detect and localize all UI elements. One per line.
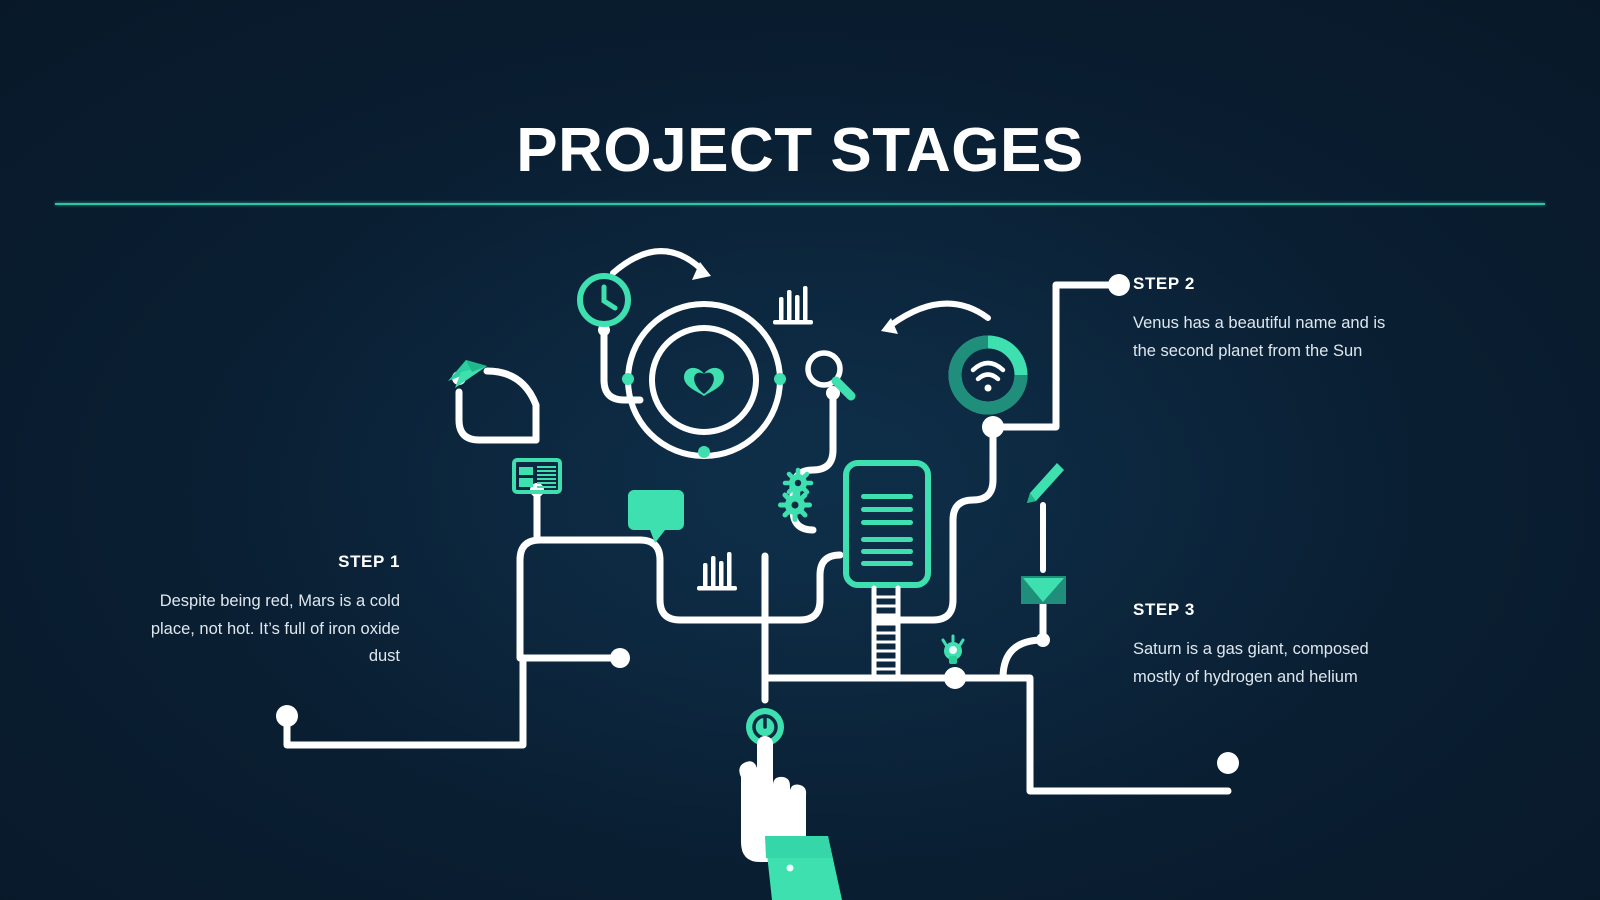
step-1-block: STEP 1 Despite being red, Mars is a cold… [150, 552, 400, 671]
curved-arrow-icon [610, 248, 991, 328]
node-step1-junction [610, 648, 630, 668]
ladder-icon [871, 585, 901, 681]
wire-right-column [929, 423, 997, 624]
step-1-label: STEP 1 [338, 552, 400, 571]
curved-arrow-head-left [881, 318, 898, 334]
step-3-body: Saturn is a gas giant, composed mostly o… [1133, 640, 1369, 686]
node-step3-junction [944, 667, 966, 689]
step-3-label: STEP 3 [1133, 600, 1195, 619]
download-tray-icon [1021, 576, 1066, 604]
title-divider-rule [55, 203, 1545, 205]
curved-arrow-head-right [692, 262, 711, 280]
step-2-label: STEP 2 [1133, 274, 1195, 293]
wire-clock-stem [600, 326, 644, 404]
wire-step1-midloop [516, 536, 644, 662]
concentric-rings-graphic [622, 301, 786, 459]
wire-plane-trail-a [483, 367, 540, 444]
wire-node-dots [276, 274, 1239, 774]
pointing-hand-icon [739, 736, 842, 900]
magnifier-icon [805, 350, 856, 401]
wire-network [283, 281, 1232, 795]
clock-icon [577, 273, 631, 327]
gears-icon [778, 467, 814, 522]
page-title: PROJECT STAGES [516, 116, 1084, 185]
ring-dot-left [622, 373, 634, 385]
wifi-icon [948, 335, 1028, 415]
lightbulb-icon [941, 634, 965, 664]
step-2-body: Venus has a beautiful name and is the se… [1133, 314, 1386, 360]
step-1-body: Despite being red, Mars is a cold place,… [150, 592, 400, 666]
title-block: PROJECT STAGES [0, 120, 1600, 182]
wire-step3-lower [951, 674, 1232, 795]
bar-chart-icon-secondary [697, 552, 737, 591]
wire-plane-trail-b [455, 388, 540, 444]
node-magnifier-stem [826, 386, 840, 400]
node-clock-stem [598, 324, 610, 336]
chat-bubble-icon [628, 490, 684, 543]
step-3-block: STEP 3 Saturn is a gas giant, composed m… [1133, 600, 1393, 691]
step-2-block: STEP 2 Venus has a beautiful name and is… [1133, 274, 1393, 365]
bar-chart-icon [773, 286, 813, 325]
pencil-icon [1027, 463, 1064, 503]
document-icon [843, 460, 931, 588]
node-step1-terminal [276, 705, 298, 727]
paper-plane-icon [448, 360, 487, 388]
node-step3-terminal [1217, 752, 1239, 774]
wire-mid-run [636, 536, 844, 624]
node-wifi-junction [982, 416, 1004, 438]
node-step2-terminal [1108, 274, 1130, 296]
ring-dot-right [774, 373, 786, 385]
ring-dot-bottom [698, 446, 710, 458]
heart-icon [684, 367, 724, 396]
layout-window-icon [512, 458, 562, 494]
node-lightbulb-stem [1036, 633, 1050, 647]
wire-step2-connector [989, 281, 1123, 431]
